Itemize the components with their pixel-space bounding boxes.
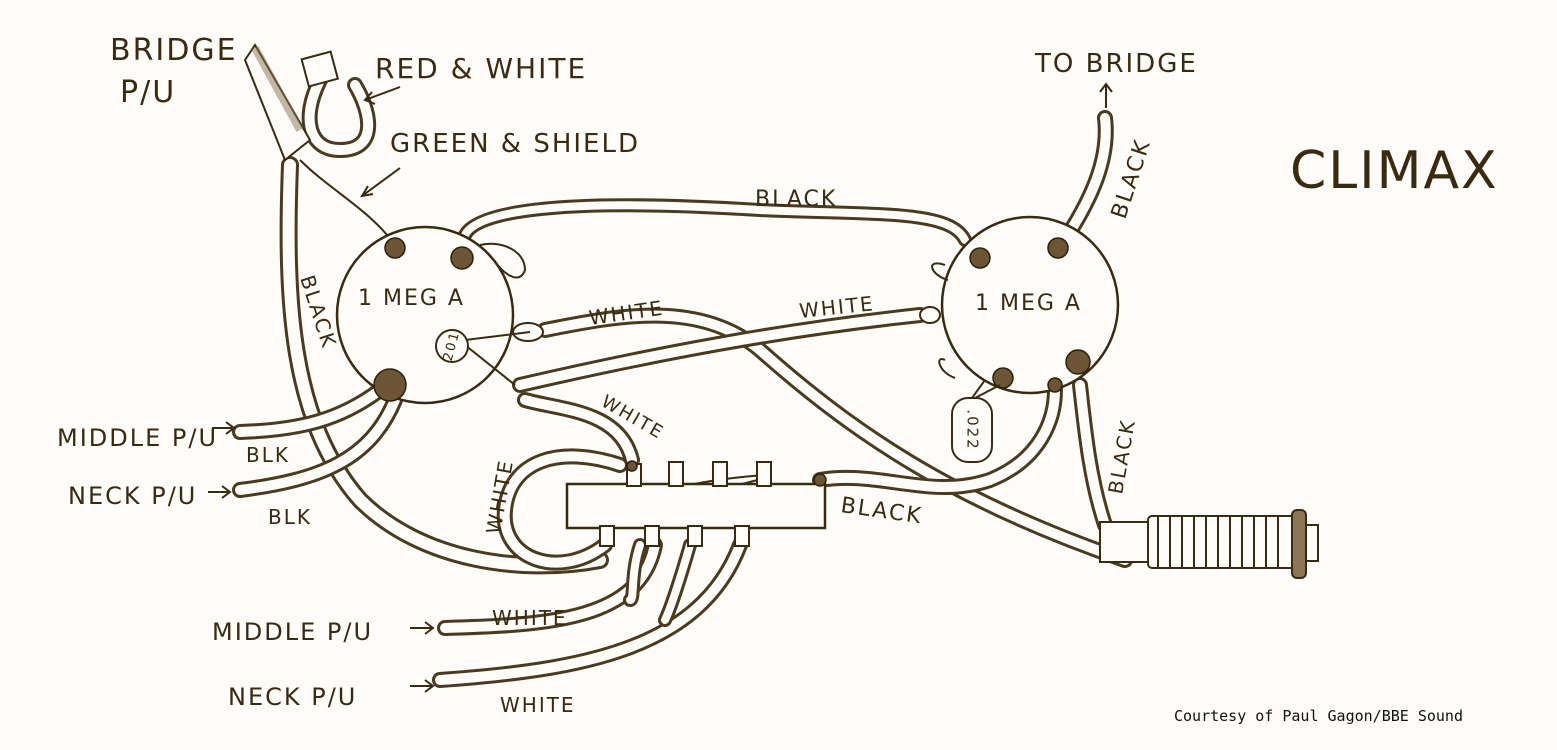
wire-black-top [458, 198, 972, 247]
bridge-pu-label-line1: BRIDGE [110, 33, 238, 68]
right-pot-label: 1 MEG A [975, 291, 1082, 316]
black-to-bridge-label: BLACK [1107, 136, 1156, 222]
wire-red-white [301, 72, 377, 159]
middle-pu-bottom-label: MIDDLE P/U [212, 618, 373, 646]
solder-joint [992, 367, 1014, 389]
white-bottom-label-1: WHITE [492, 606, 568, 630]
arrow-green-shield [360, 167, 401, 198]
solder-joint [969, 247, 991, 269]
neck-pu-top-label: NECK P/U [68, 482, 197, 510]
arrows [208, 82, 1113, 693]
wire-bridge-black [279, 156, 609, 575]
left-pot-label: 1 MEG A [358, 286, 465, 311]
black-switch-label: BLACK [839, 493, 924, 529]
arrow-middle-bottom [410, 621, 435, 635]
wires [232, 72, 1133, 688]
solder-joint [1047, 377, 1063, 393]
credit-line: Courtesy of Paul Gagon/BBE Sound [1174, 707, 1463, 725]
white-bottom-label-2: WHITE [500, 693, 576, 717]
arrow-to-bridge [1099, 82, 1113, 108]
wire-black-jack [1072, 377, 1113, 533]
to-bridge-label: TO BRIDGE [1034, 49, 1198, 79]
arrow-neck-bottom [410, 679, 435, 693]
diagram-title: CLIMAX [1290, 141, 1499, 201]
blk-label-2: BLK [268, 505, 312, 529]
arrow-red-white [363, 86, 401, 105]
solder-joint [373, 368, 407, 402]
solder-joint [1047, 237, 1069, 259]
left-potentiometer [335, 225, 544, 405]
wire-white-1 [537, 307, 1133, 568]
middle-pu-top-label: MIDDLE P/U [57, 424, 218, 452]
black-jack-label: BLACK [1103, 417, 1140, 496]
wire-black-to-bridge [1060, 110, 1114, 243]
wire-middle-bottom [437, 537, 663, 636]
blk-label-1: BLK [246, 443, 290, 467]
black-top-label: BLACK [755, 187, 837, 212]
wire-white-4 [496, 448, 628, 571]
arrow-neck-top [208, 485, 232, 499]
wire-white-3 [517, 392, 640, 468]
solder-joint [450, 246, 474, 270]
bridge-pickup-cable [243, 43, 340, 162]
arrow-middle-top [212, 421, 236, 435]
solder-joint [1065, 349, 1091, 375]
output-jack [1099, 509, 1319, 579]
right-capacitor: .022 [951, 379, 1001, 463]
wire-black-switch [812, 382, 1063, 495]
white-label-1: WHITE [587, 296, 665, 330]
left-capacitor: 201 [435, 329, 469, 363]
wire-middle-top [232, 382, 388, 440]
green-shield-label: GREEN & SHIELD [390, 129, 640, 159]
wire-neck-bottom [432, 537, 748, 688]
bridge-pu-label-line2: P/U [120, 75, 176, 110]
wire-white-2 [512, 307, 928, 393]
right-potentiometer [919, 215, 1120, 395]
red-white-label: RED & WHITE [375, 52, 587, 85]
wire-neck-top [232, 392, 403, 498]
solder-joint [384, 237, 406, 259]
wire-switch-jumpers [623, 538, 697, 627]
right-capacitor-label: .022 [964, 409, 982, 450]
neck-pu-bottom-label: NECK P/U [228, 683, 357, 711]
pickup-selector-switch [565, 460, 827, 547]
wire-green-shield [299, 159, 396, 246]
